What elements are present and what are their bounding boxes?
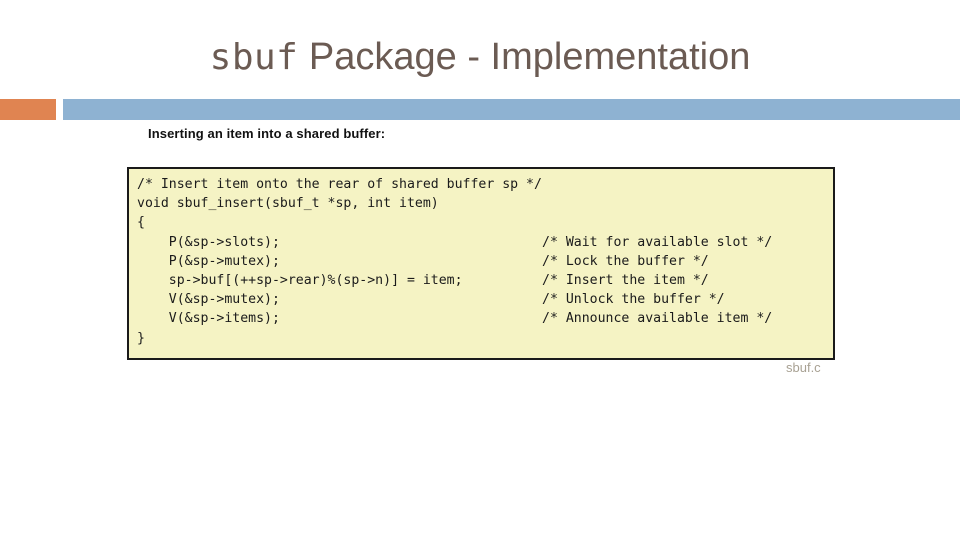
code-line-text: V(&sp->mutex); — [137, 292, 280, 308]
page-title-sans-part: Package - Implementation — [298, 36, 751, 78]
code-line-text: { — [137, 215, 145, 231]
code-line-comment: /* Insert the item */ — [542, 272, 709, 288]
code-line: void sbuf_insert(sbuf_t *sp, int item) — [137, 194, 833, 213]
page-title-mono-part: sbuf — [209, 37, 299, 78]
code-line-text: void sbuf_insert(sbuf_t *sp, int item) — [137, 196, 439, 212]
code-line-comment: /* Unlock the buffer */ — [542, 292, 725, 308]
code-line-text: V(&sp->items); — [137, 311, 280, 327]
code-line-text: P(&sp->slots); — [137, 234, 280, 250]
code-line: P(&sp->slots); /* Wait for available slot… — [137, 233, 833, 252]
source-file-caption: sbuf.c — [786, 360, 821, 375]
subtitle-text: Inserting an item into a shared buffer: — [148, 126, 386, 141]
code-lines-container: /* Insert item onto the rear of shared b… — [137, 175, 833, 348]
code-line: /* Insert item onto the rear of shared b… — [137, 175, 833, 194]
code-line-text: P(&sp->mutex); — [137, 253, 280, 269]
accent-bar-orange — [0, 99, 56, 120]
code-line-comment: /* Announce available item */ — [542, 311, 773, 327]
code-line: V(&sp->mutex); /* Unlock the buffer */ — [137, 290, 833, 309]
code-line: } — [137, 329, 833, 348]
page-title: sbuf Package - Implementation — [0, 38, 960, 76]
code-block: /* Insert item onto the rear of shared b… — [127, 167, 835, 360]
code-line-text: } — [137, 330, 145, 346]
code-line: P(&sp->mutex); /* Lock the buffer */ — [137, 252, 833, 271]
code-line-comment: /* Wait for available slot */ — [542, 234, 773, 250]
code-line: sp->buf[(++sp->rear)%(sp->n)] = item; /* … — [137, 271, 833, 290]
code-line: V(&sp->items); /* Announce available item… — [137, 309, 833, 328]
divider-bar-blue — [63, 99, 960, 120]
code-line-comment: /* Lock the buffer */ — [542, 253, 709, 269]
code-line-text: /* Insert item onto the rear of shared b… — [137, 177, 542, 192]
code-line: { — [137, 213, 833, 232]
code-line-text: sp->buf[(++sp->rear)%(sp->n)] = item; — [137, 272, 463, 288]
